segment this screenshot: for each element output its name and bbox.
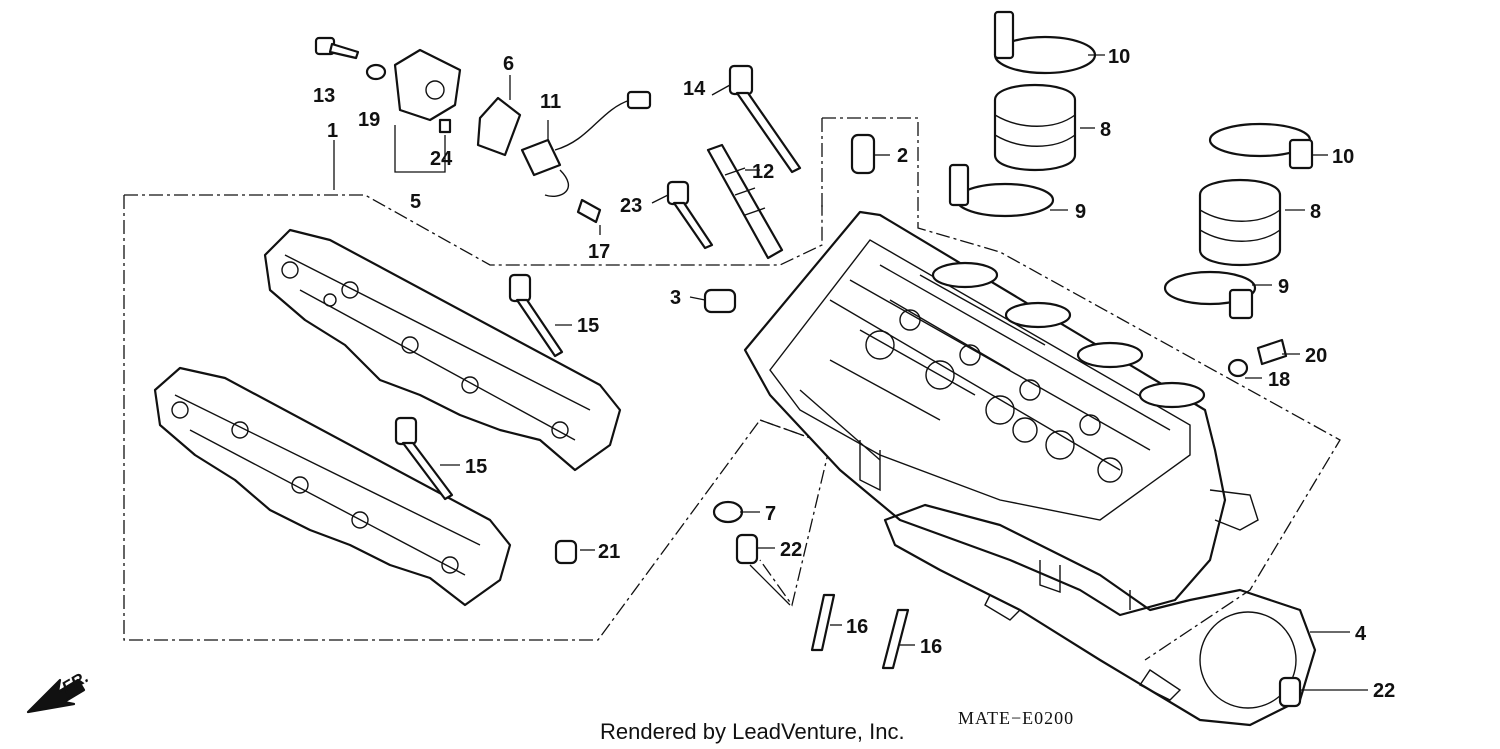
callout-2: 2: [897, 145, 908, 167]
callout-16-left: 16: [846, 616, 868, 638]
callouts: 1 2 3 4 5 6 7 8 8 9 9 10 10 11 12 13 14 …: [313, 46, 1395, 702]
group-frames: [123, 117, 1341, 661]
cam-journals: [865, 309, 1123, 483]
callout-6: 6: [503, 53, 514, 75]
callout-17: 17: [588, 241, 610, 263]
callout-23: 23: [620, 195, 642, 217]
callout-21: 21: [598, 541, 620, 563]
callout-10-left: 10: [1108, 46, 1130, 68]
callout-1: 1: [327, 120, 338, 142]
callout-15-lower: 15: [465, 456, 487, 478]
front-direction-arrow: [26, 678, 86, 714]
callout-24: 24: [430, 148, 453, 170]
callout-14: 14: [683, 78, 706, 100]
callout-22-lower: 22: [1373, 680, 1395, 702]
cylinder-head-group-frame: [821, 117, 1341, 661]
callout-5: 5: [410, 191, 421, 213]
intake-ports: [931, 261, 1206, 409]
callout-13: 13: [313, 85, 335, 107]
callout-7: 7: [765, 503, 776, 525]
callout-19: 19: [358, 109, 380, 131]
callout-12: 12: [752, 161, 774, 183]
diagram-code: MATE−E0200: [958, 708, 1074, 728]
leader-lines: [333, 54, 1368, 691]
callout-22-upper: 22: [780, 539, 802, 561]
bolts: [314, 36, 1302, 708]
callout-9-left: 9: [1075, 201, 1086, 223]
callout-16-right: 16: [920, 636, 942, 658]
callout-4: 4: [1355, 623, 1367, 645]
callout-20: 20: [1305, 345, 1327, 367]
callout-15-upper: 15: [577, 315, 599, 337]
head-cover-group-frame: [123, 194, 831, 641]
head-gasket: [883, 503, 1317, 727]
callout-18: 18: [1268, 369, 1290, 391]
credit-text: Rendered by LeadVenture, Inc.: [600, 719, 905, 744]
dowel-group-frame: [759, 419, 831, 607]
cylinder-head-cover-upper: [263, 228, 622, 472]
cylinder-head-cover-lower: [153, 366, 512, 607]
callout-8-right: 8: [1310, 201, 1321, 223]
callout-11: 11: [540, 91, 561, 113]
callout-3: 3: [670, 287, 681, 309]
intake-boots: [948, 10, 1314, 320]
callout-8-left: 8: [1100, 119, 1111, 141]
callout-9-right: 9: [1278, 276, 1289, 298]
callout-10-right: 10: [1332, 146, 1354, 168]
